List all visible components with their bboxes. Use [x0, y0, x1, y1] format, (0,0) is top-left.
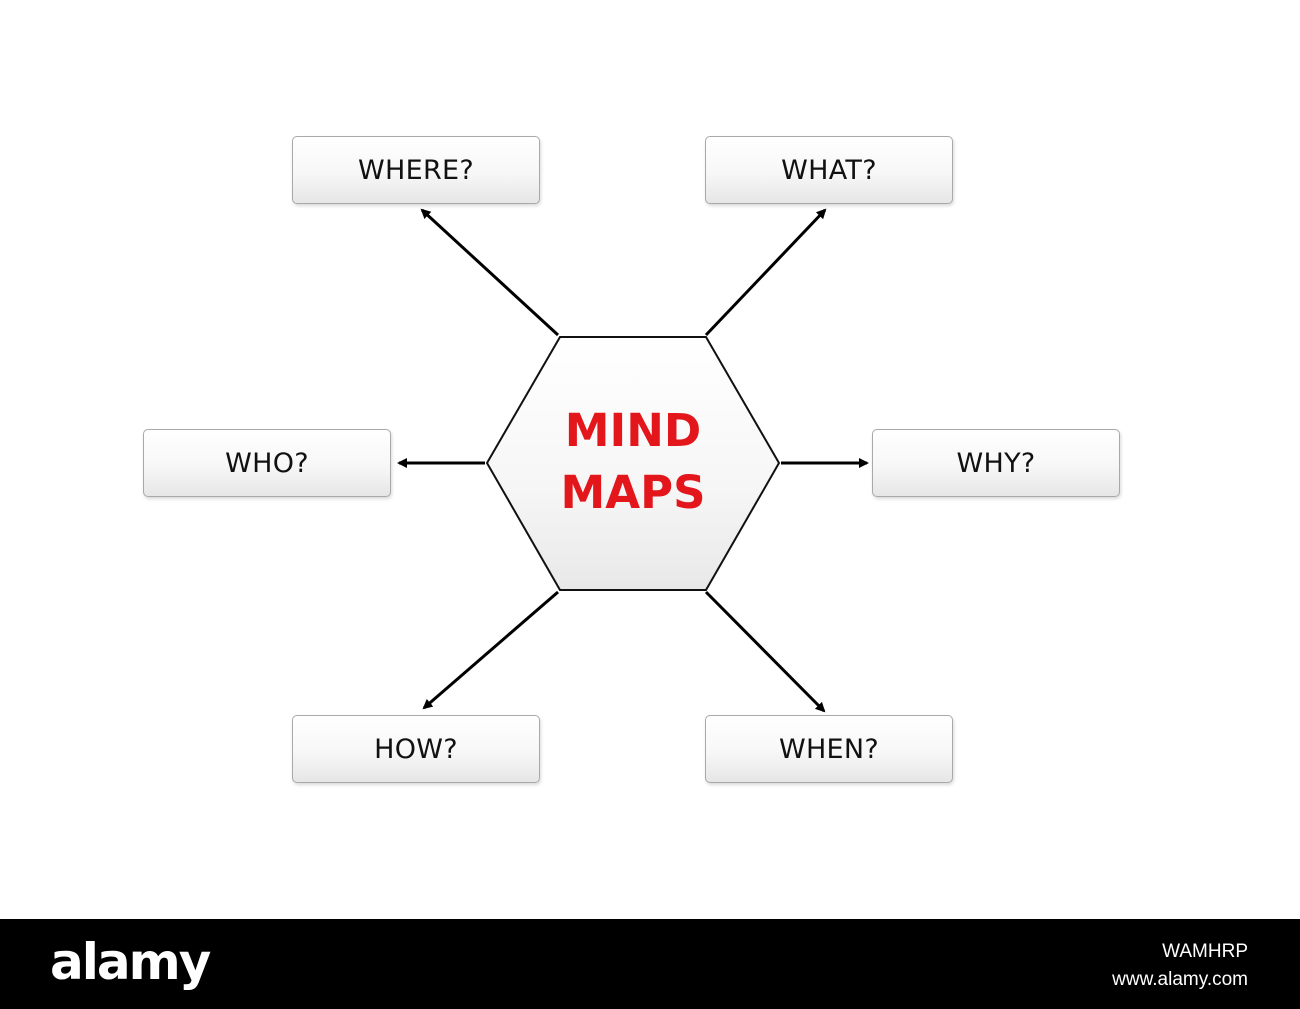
node-what-label: WHAT? [781, 154, 877, 186]
arrow-to-where [420, 208, 560, 337]
center-title: MIND MAPS [488, 400, 778, 524]
center-hexagon [485, 336, 781, 591]
node-who: WHO? [143, 429, 391, 497]
footer-image-id: WAMHRP [1162, 941, 1248, 962]
center-title-line1: MIND [564, 404, 702, 457]
arrow-to-how [422, 590, 559, 710]
node-who-label: WHO? [225, 447, 309, 479]
node-when-label: WHEN? [778, 733, 880, 765]
mind-map-diagram: MIND MAPS WHERE? WHAT? WHO? WHY? HOW? WH… [143, 136, 1120, 783]
node-when: WHEN? [705, 715, 953, 783]
node-where: WHERE? [292, 136, 540, 204]
node-where-label: WHERE? [357, 154, 474, 186]
arrow-to-what [704, 208, 827, 337]
footer-url: www.alamy.com [1112, 969, 1248, 990]
footer-brand-logo: alamy [50, 933, 211, 991]
node-how: HOW? [292, 715, 540, 783]
node-why: WHY? [872, 429, 1120, 497]
connector-layer [397, 208, 869, 713]
node-how-label: HOW? [374, 733, 458, 765]
arrow-to-when [704, 590, 826, 713]
watermark-footer: alamy WAMHRP www.alamy.com [0, 919, 1300, 1009]
center-title-line2: MAPS [560, 466, 706, 519]
node-why-label: WHY? [956, 447, 1036, 479]
node-what: WHAT? [705, 136, 953, 204]
